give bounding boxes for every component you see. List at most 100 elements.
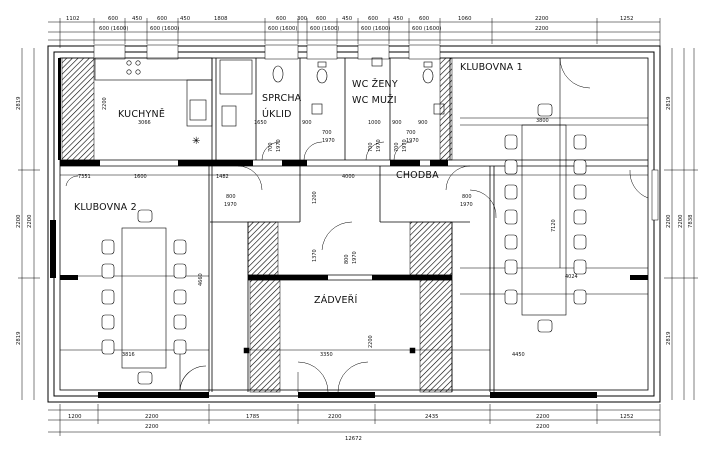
dim-text: 1970 [406, 138, 419, 144]
dim-text: 1808 [214, 16, 228, 22]
dim-text: 450 [342, 16, 353, 22]
dim-text: 2200 [27, 214, 33, 228]
dim-text: 2819 [666, 97, 672, 110]
room-label-wc-zeny: WC ŽENY [352, 78, 398, 90]
dim-text: 600 [157, 16, 168, 22]
dim-text: 1970 [276, 139, 282, 152]
dim-text: 1970 [224, 202, 237, 208]
room-label-wc-muzi: WC MUŽI [352, 94, 397, 106]
dim-text: 1252 [620, 16, 633, 22]
entrance-door [243, 347, 490, 393]
dim-text: 800 [462, 194, 472, 200]
side-dimension-texts: 2819 2200 2200 2819 2819 2200 2200 7838 … [16, 97, 694, 345]
dim-text: 2819 [666, 332, 672, 345]
dim-text: 800 [344, 254, 350, 264]
dim-text: 2200 [666, 214, 672, 228]
dim-text: 600 [108, 16, 119, 22]
dim-text: 2200 [102, 97, 108, 110]
dim-text: 1970 [402, 139, 408, 152]
dim-text: 700 [406, 130, 416, 136]
dim-text: 2819 [16, 332, 22, 345]
dim-text: 4450 [512, 352, 525, 358]
dim-text: 600 [368, 16, 379, 22]
bottom-dimension-lines [48, 404, 661, 436]
top-dimension-texts: 1102 600 450 600 450 1808 600 300 600 45… [66, 16, 633, 32]
dim-text: 600 [419, 16, 430, 22]
room-label-chodba: CHODBA [396, 170, 439, 181]
dim-text: 450 [393, 16, 404, 22]
dim-text: 7351 [78, 174, 91, 180]
dim-text: 2200 [536, 424, 550, 430]
dim-text: 600 [316, 16, 327, 22]
dim-text: 700 [394, 142, 400, 152]
dim-text: 2200 [328, 414, 342, 420]
dim-text: 700 [322, 130, 332, 136]
dim-text: 1000 [368, 120, 381, 126]
top-dimension-lines [48, 18, 661, 48]
dim-text: 2200 [535, 16, 549, 22]
dim-text: 2200 [535, 26, 549, 32]
dim-text: 3816 [122, 352, 135, 358]
dim-text: 1252 [620, 414, 633, 420]
dim-text: 1970 [460, 202, 473, 208]
dim-text: 1102 [66, 16, 79, 22]
dim-text: 600 (1600) [412, 26, 441, 32]
side-dimension-lines [18, 48, 698, 400]
dim-text: 1650 [254, 120, 267, 126]
dim-text: 300 [297, 16, 308, 22]
dim-text: 600 (1600) [361, 26, 390, 32]
interior-walls [60, 58, 648, 392]
dim-text: 4000 [342, 174, 355, 180]
dim-text: 1060 [458, 16, 472, 22]
dim-text: 1200 [312, 191, 318, 204]
dim-text: 600 (1600) [310, 26, 339, 32]
dim-text: 600 (1600) [150, 26, 179, 32]
dim-text: 7838 [688, 214, 694, 228]
dim-text: 700 [268, 142, 274, 152]
dim-text: 900 [392, 120, 402, 126]
klubovna2-chairs [101, 209, 187, 385]
dim-text: 1785 [246, 414, 259, 420]
dim-text: 3066 [138, 120, 151, 126]
dim-text: 1970 [322, 138, 335, 144]
wall-fill-bars [58, 58, 648, 280]
dim-text: 2200 [368, 335, 374, 348]
kitchen-counter [94, 57, 213, 127]
bottom-dimension-texts: 1200 2200 1785 2200 2435 2200 1252 2200 … [68, 414, 633, 442]
dim-text: 600 (1600) [99, 26, 128, 32]
dim-text: 3800 [536, 118, 549, 124]
dim-text: 600 [276, 16, 287, 22]
corridor-lines [60, 165, 649, 251]
shower-fixtures [219, 59, 284, 127]
dim-text: 1482 [216, 174, 229, 180]
dim-text: 4660 [198, 273, 204, 286]
dim-text: 450 [132, 16, 143, 22]
room-label-sprcha: SPRCHA [262, 93, 302, 104]
room-label-klubovna1: KLUBOVNA 1 [460, 62, 523, 73]
dim-text: 2200 [145, 414, 159, 420]
dim-text: 900 [302, 120, 312, 126]
klubovna1-chairs [504, 103, 587, 333]
dim-text: 1600 [134, 174, 147, 180]
dim-text: 1970 [352, 251, 358, 264]
outer-walls [47, 44, 661, 403]
room-label-zadveri: ZÁDVEŘÍ [314, 294, 357, 306]
klubovna2-table [60, 227, 209, 391]
door-swings-top [261, 57, 591, 161]
dim-text: 450 [180, 16, 191, 22]
dim-text: 2200 [145, 424, 159, 430]
dim-text: 1200 [68, 414, 82, 420]
dim-text: 12672 [345, 436, 362, 442]
dim-text: 2819 [16, 97, 22, 110]
room-label-klubovna2: KLUBOVNA 2 [74, 202, 137, 213]
hatched-walls [61, 57, 453, 393]
dim-text: 1970 [376, 139, 382, 152]
room-label-kuchyne: KUCHYNĚ [118, 108, 165, 120]
dim-text: 600 (1600) [268, 26, 297, 32]
dim-text: 2200 [16, 214, 22, 228]
dim-text: 2200 [536, 414, 550, 420]
dim-text: 1370 [312, 249, 318, 262]
sun-icon: ✳ [192, 136, 200, 147]
dim-text: 3350 [320, 352, 333, 358]
